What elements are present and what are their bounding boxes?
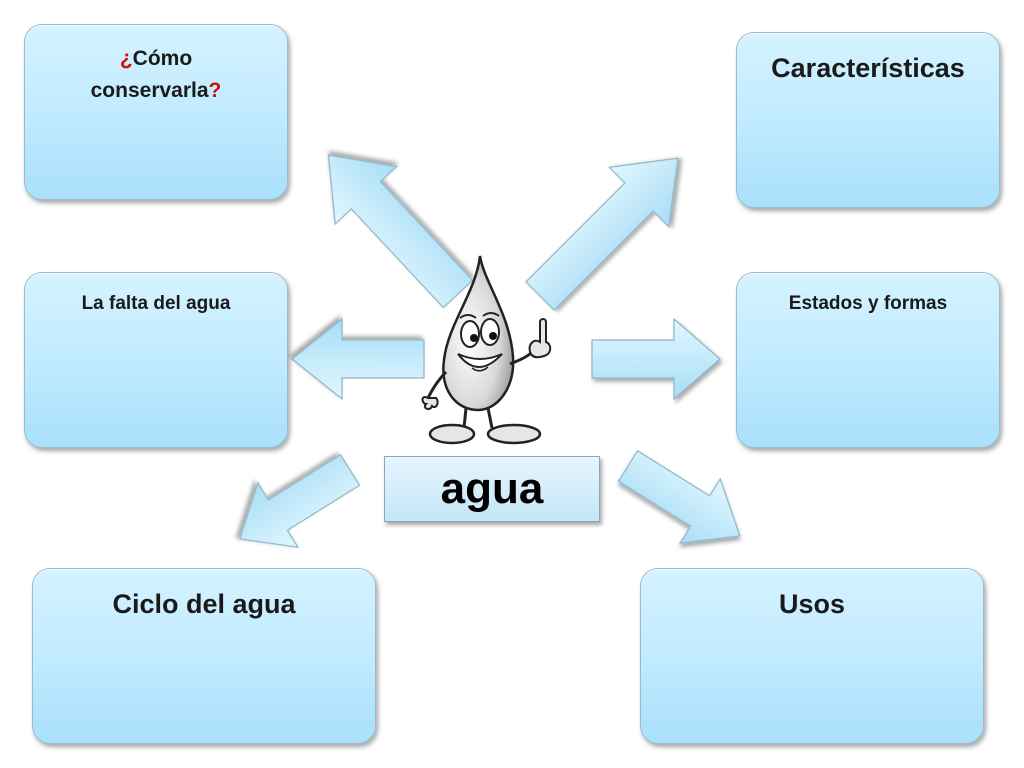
conservar-text-a: Cómo bbox=[132, 47, 193, 70]
estados-label: Estados y formas bbox=[788, 293, 948, 314]
arrow-to-ciclo bbox=[238, 453, 361, 549]
falta-label: La falta del agua bbox=[81, 293, 231, 314]
box-estados-y-formas: Estados y formas bbox=[736, 272, 1000, 448]
arrow-to-falta bbox=[291, 317, 425, 401]
conservar-text-b: conservarla bbox=[90, 79, 209, 102]
water-drop-mascot-icon bbox=[421, 255, 552, 445]
box-usos: Usos bbox=[640, 568, 984, 744]
box-caracteristicas: Características bbox=[736, 32, 1000, 208]
box-falta-del-agua: La falta del agua bbox=[24, 272, 288, 448]
caracteristicas-label: Características bbox=[771, 53, 965, 83]
ciclo-label: Ciclo del agua bbox=[112, 589, 296, 619]
arrow-to-estados bbox=[591, 317, 721, 401]
question-close: ? bbox=[208, 79, 222, 102]
box-ciclo-del-agua: Ciclo del agua bbox=[32, 568, 376, 744]
center-label-agua: agua bbox=[384, 456, 600, 522]
question-open: ¿ bbox=[119, 47, 133, 70]
usos-label: Usos bbox=[778, 589, 846, 619]
box-como-conservarla: ¿Cómo conservarla? bbox=[24, 24, 288, 200]
arrow-to-caracteristicas bbox=[525, 157, 679, 311]
arrow-to-usos bbox=[617, 449, 741, 545]
arrow-to-conservar bbox=[327, 154, 474, 309]
